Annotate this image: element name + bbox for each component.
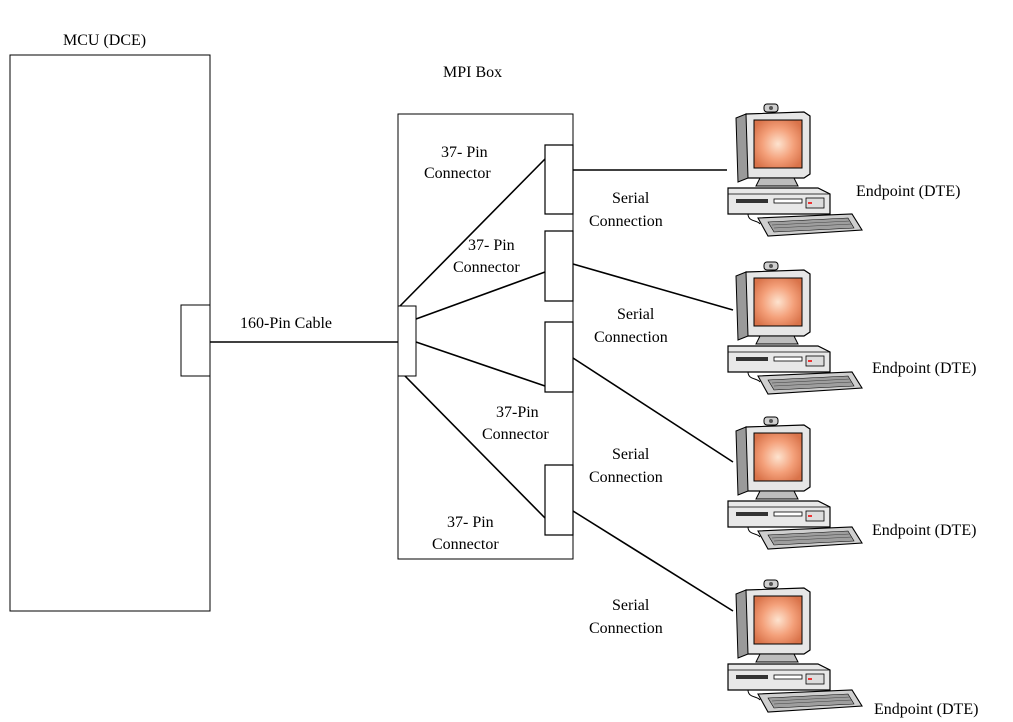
serial-label-2-line1: Serial	[617, 306, 655, 323]
connector-37-pin-1	[544, 144, 574, 215]
internal-link-2	[415, 271, 546, 320]
mcu-label: MCU (DCE)	[63, 32, 146, 49]
serial-label-4-line1: Serial	[612, 597, 650, 614]
serial-line-4	[572, 510, 734, 612]
serial-label-1-line1: Serial	[612, 190, 650, 207]
connector-label-1-line2: Connector	[424, 165, 491, 182]
connector-label-2-line1: 37- Pin	[468, 237, 515, 254]
serial-label-3-line2: Connection	[589, 469, 663, 486]
connector-37-pin-4	[544, 464, 574, 536]
connector-label-2-line2: Connector	[453, 259, 520, 276]
mpi-hub-port	[397, 305, 417, 377]
computer-icon	[727, 416, 863, 550]
computer-icon	[727, 103, 863, 237]
connector-label-1-line1: 37- Pin	[441, 144, 488, 161]
internal-link-3	[415, 341, 546, 387]
internal-link-1	[399, 158, 546, 307]
serial-label-4-line2: Connection	[589, 620, 663, 637]
mpi-box	[397, 113, 574, 560]
computer-icon	[727, 261, 863, 395]
endpoint-label-1: Endpoint (DTE)	[856, 183, 960, 200]
mpi-box-label: MPI Box	[443, 64, 502, 81]
connector-label-3-line1: 37-Pin	[496, 404, 539, 421]
serial-line-2	[572, 263, 734, 311]
serial-label-2-line2: Connection	[594, 329, 668, 346]
mcu-box	[9, 54, 211, 612]
internal-link-4	[404, 375, 546, 519]
cable-label: 160-Pin Cable	[240, 315, 332, 332]
serial-label-1-line2: Connection	[589, 213, 663, 230]
endpoint-label-4: Endpoint (DTE)	[874, 701, 978, 718]
mcu-port	[180, 304, 211, 377]
connector-label-4-line2: Connector	[432, 536, 499, 553]
connector-37-pin-3	[544, 321, 574, 393]
connector-label-4-line1: 37- Pin	[447, 514, 494, 531]
endpoint-label-3: Endpoint (DTE)	[872, 522, 976, 539]
computer-icon	[727, 579, 863, 713]
connector-37-pin-2	[544, 230, 574, 302]
connector-label-3-line2: Connector	[482, 426, 549, 443]
serial-line-3	[572, 357, 734, 463]
endpoint-label-2: Endpoint (DTE)	[872, 360, 976, 377]
serial-label-3-line1: Serial	[612, 446, 650, 463]
